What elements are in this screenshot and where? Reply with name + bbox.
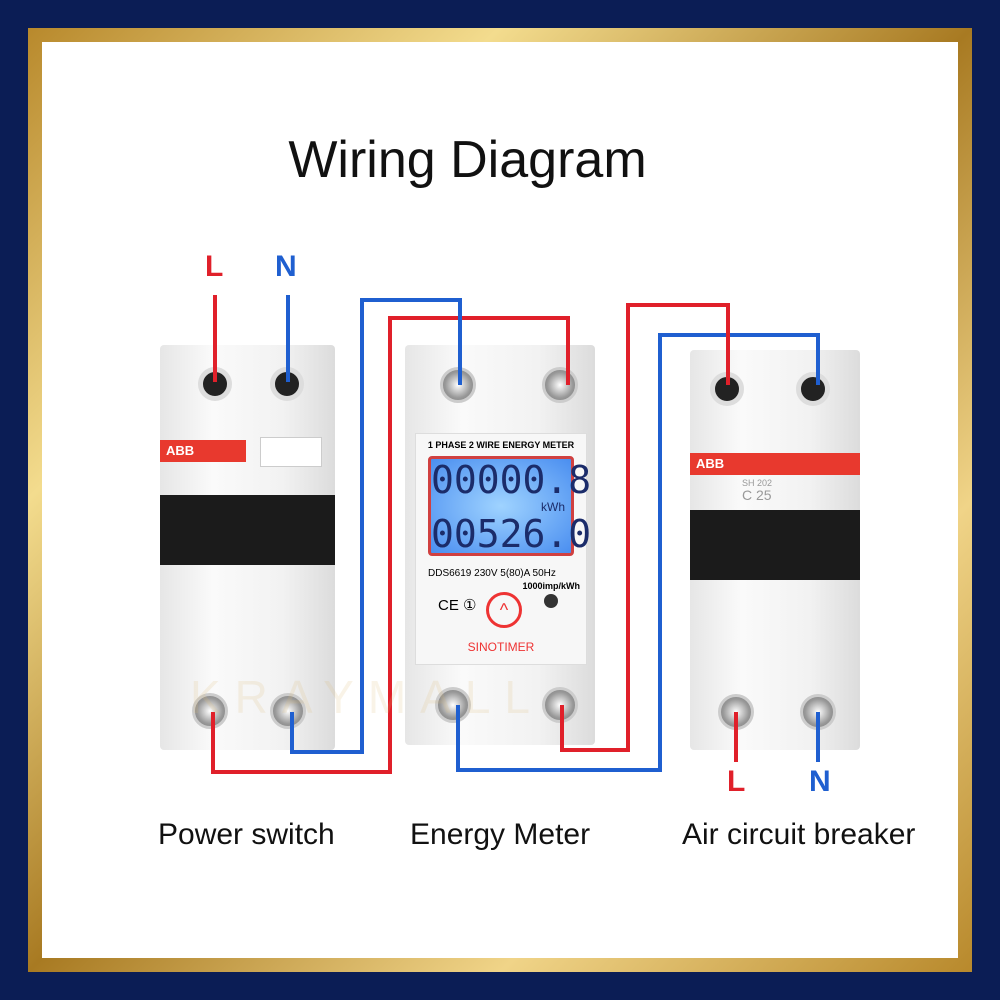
meter-spec: DDS6619 230V 5(80)A 50Hz [428,568,556,579]
screw-terminal [542,367,578,403]
screw-terminal [270,693,306,729]
screw-terminal [435,687,471,723]
meter-header: 1 PHASE 2 WIRE ENERGY METER [427,440,575,450]
terminal [796,372,830,406]
neutral-wire [290,298,462,754]
power-switch: ABB [160,345,335,750]
caption-power-switch: Power switch [158,818,335,851]
pulse-led-icon [544,594,558,608]
output-neutral-label: N [809,765,831,798]
model: SH 202 [742,478,773,488]
ce-mark: CE ① [438,597,477,614]
toggle-lever [160,495,335,565]
caption-energy-meter: Energy Meter [410,818,591,851]
impulse-rate: 1000imp/kWh [522,581,580,591]
energy-meter: 1 PHASE 2 WIRE ENERGY METER 00000.8 kWh … [405,345,595,745]
unit: kWh [541,500,565,514]
output-live-label: L [727,765,746,798]
neutral-wire [456,333,820,772]
reading-top: 00000.8 [431,458,592,502]
live-wire [560,303,730,752]
meter-brand: SINOTIMER [467,640,535,654]
input-neutral-label: N [275,250,297,283]
lcd-display: 00000.8 kWh 00526.0 [428,456,592,556]
screw-terminal [192,693,228,729]
watermark: KRAYMALL [190,671,545,723]
brand-label: ABB [690,453,860,475]
rating: C 25 [742,487,772,503]
title: Wiring Diagram [288,131,647,189]
input-live-label: L [205,250,224,283]
air-circuit-breaker: ABB SH 202 C 25 [690,350,860,750]
brand-label: ABB [160,440,246,462]
caption-air-circuit-breaker: Air circuit breaker [682,818,916,851]
sinotimer-logo-icon: ^ [486,592,522,628]
reading-bottom: 00526.0 [431,512,592,556]
toggle-lever [690,510,860,580]
live-wire [211,316,570,774]
